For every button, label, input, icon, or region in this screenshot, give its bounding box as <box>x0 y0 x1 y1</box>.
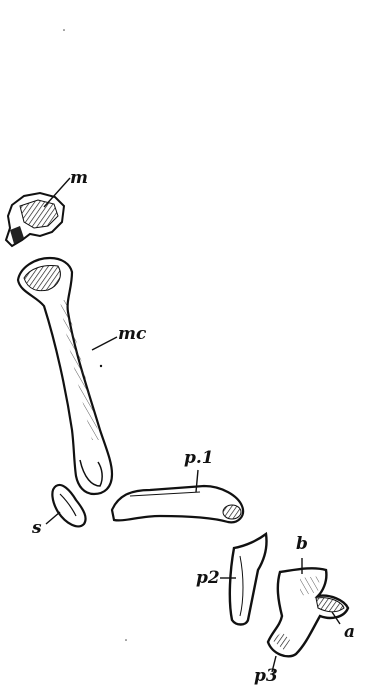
label-mc: mc <box>118 326 146 343</box>
metacarpal-bone-mc <box>18 258 117 494</box>
label-p1: p.1 <box>184 450 214 467</box>
carpal-bone-m <box>6 178 70 246</box>
label-b: b <box>296 536 308 553</box>
speck-dot <box>63 29 65 31</box>
label-p3: p3 <box>254 668 278 685</box>
phalanx-p2 <box>220 534 267 625</box>
label-m: m <box>70 170 88 187</box>
phalanx-p1 <box>112 470 243 522</box>
label-s: s <box>32 520 42 537</box>
speck-dot <box>125 639 127 641</box>
label-p2: p2 <box>196 570 220 587</box>
sesamoid-bone-s <box>46 485 86 526</box>
label-a: a <box>344 624 355 641</box>
phalanx-p3 <box>268 558 348 672</box>
